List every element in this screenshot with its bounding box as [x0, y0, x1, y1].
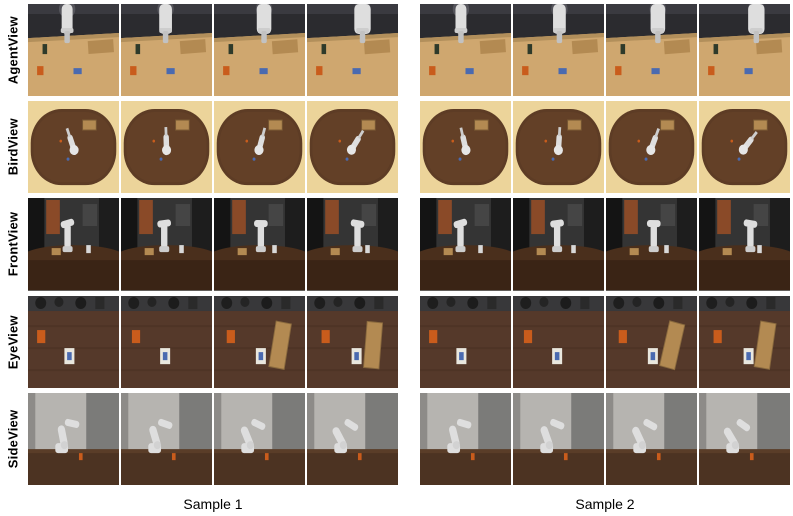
frame-birdview-sample2-3	[606, 101, 697, 194]
frame-agentview-sample1-3	[214, 4, 305, 97]
frame-frontview-sample2-2	[513, 198, 604, 291]
frame-eyeview-sample1-2	[121, 295, 212, 388]
sideview-render	[420, 392, 511, 485]
eyeview-render	[28, 295, 119, 388]
frame-eyeview-sample1-3	[214, 295, 305, 388]
frame-agentview-sample2-4	[699, 4, 790, 97]
sideview-render	[214, 392, 305, 485]
frame-birdview-sample2-2	[513, 101, 604, 194]
frame-sideview-sample2-3	[606, 392, 697, 485]
frame-frontview-sample2-4	[699, 198, 790, 291]
frame-frontview-sample2-1	[420, 198, 511, 291]
frontview-render	[121, 198, 212, 291]
frame-frontview-sample1-1	[28, 198, 119, 291]
frame-agentview-sample1-2	[121, 4, 212, 97]
agentview-render	[28, 4, 119, 97]
frame-agentview-sample2-3	[606, 4, 697, 97]
birdview-render	[307, 101, 398, 194]
frame-agentview-sample1-1	[28, 4, 119, 97]
sideview-render	[513, 392, 604, 485]
frame-birdview-sample2-1	[420, 101, 511, 194]
frame-sideview-sample2-4	[699, 392, 790, 485]
frame-eyeview-sample2-3	[606, 295, 697, 388]
frame-sideview-sample1-1	[28, 392, 119, 485]
agentview-render	[121, 4, 212, 97]
frontview-render	[699, 198, 790, 291]
frame-eyeview-sample2-4	[699, 295, 790, 388]
eyeview-render	[121, 295, 212, 388]
birdview-render	[606, 101, 697, 194]
frame-frontview-sample1-3	[214, 198, 305, 291]
frame-birdview-sample1-2	[121, 101, 212, 194]
birdview-render	[699, 101, 790, 194]
agentview-render	[606, 4, 697, 97]
caption-sample-1: Sample 1	[183, 495, 243, 512]
birdview-render	[513, 101, 604, 194]
frame-eyeview-sample2-2	[513, 295, 604, 388]
frame-birdview-sample1-3	[214, 101, 305, 194]
frame-agentview-sample1-4	[307, 4, 398, 97]
frame-birdview-sample1-4	[307, 101, 398, 194]
birdview-render	[420, 101, 511, 194]
agentview-render	[699, 4, 790, 97]
eyeview-render	[606, 295, 697, 388]
row-label-birdview: BirdView	[5, 118, 21, 176]
frame-agentview-sample2-1	[420, 4, 511, 97]
sideview-render	[699, 392, 790, 485]
row-label-eyeview: EyeView	[5, 314, 21, 369]
frame-sideview-sample1-4	[307, 392, 398, 485]
frontview-render	[606, 198, 697, 291]
agentview-render	[513, 4, 604, 97]
frame-frontview-sample2-3	[606, 198, 697, 291]
frame-frontview-sample1-2	[121, 198, 212, 291]
frontview-render	[307, 198, 398, 291]
eyeview-render	[420, 295, 511, 388]
frame-sideview-sample1-2	[121, 392, 212, 485]
birdview-render	[214, 101, 305, 194]
birdview-render	[121, 101, 212, 194]
sideview-render	[28, 392, 119, 485]
frame-birdview-sample2-4	[699, 101, 790, 194]
frame-eyeview-sample1-1	[28, 295, 119, 388]
eyeview-render	[307, 295, 398, 388]
agentview-render	[420, 4, 511, 97]
eyeview-render	[699, 295, 790, 388]
frame-sideview-sample2-1	[420, 392, 511, 485]
frame-agentview-sample2-2	[513, 4, 604, 97]
birdview-render	[28, 101, 119, 194]
frame-eyeview-sample1-4	[307, 295, 398, 388]
row-label-agentview: AgentView	[5, 16, 21, 85]
agentview-render	[307, 4, 398, 97]
frontview-render	[214, 198, 305, 291]
row-label-frontview: FrontView	[5, 212, 21, 277]
sideview-render	[606, 392, 697, 485]
eyeview-render	[513, 295, 604, 388]
frame-frontview-sample1-4	[307, 198, 398, 291]
caption-sample-2: Sample 2	[575, 495, 635, 512]
sideview-render	[307, 392, 398, 485]
frame-sideview-sample1-3	[214, 392, 305, 485]
frontview-render	[420, 198, 511, 291]
frontview-render	[513, 198, 604, 291]
eyeview-render	[214, 295, 305, 388]
frame-sideview-sample2-2	[513, 392, 604, 485]
frame-eyeview-sample2-1	[420, 295, 511, 388]
sideview-render	[121, 392, 212, 485]
frontview-render	[28, 198, 119, 291]
agentview-render	[214, 4, 305, 97]
frame-birdview-sample1-1	[28, 101, 119, 194]
row-label-sideview: SideView	[5, 409, 21, 469]
